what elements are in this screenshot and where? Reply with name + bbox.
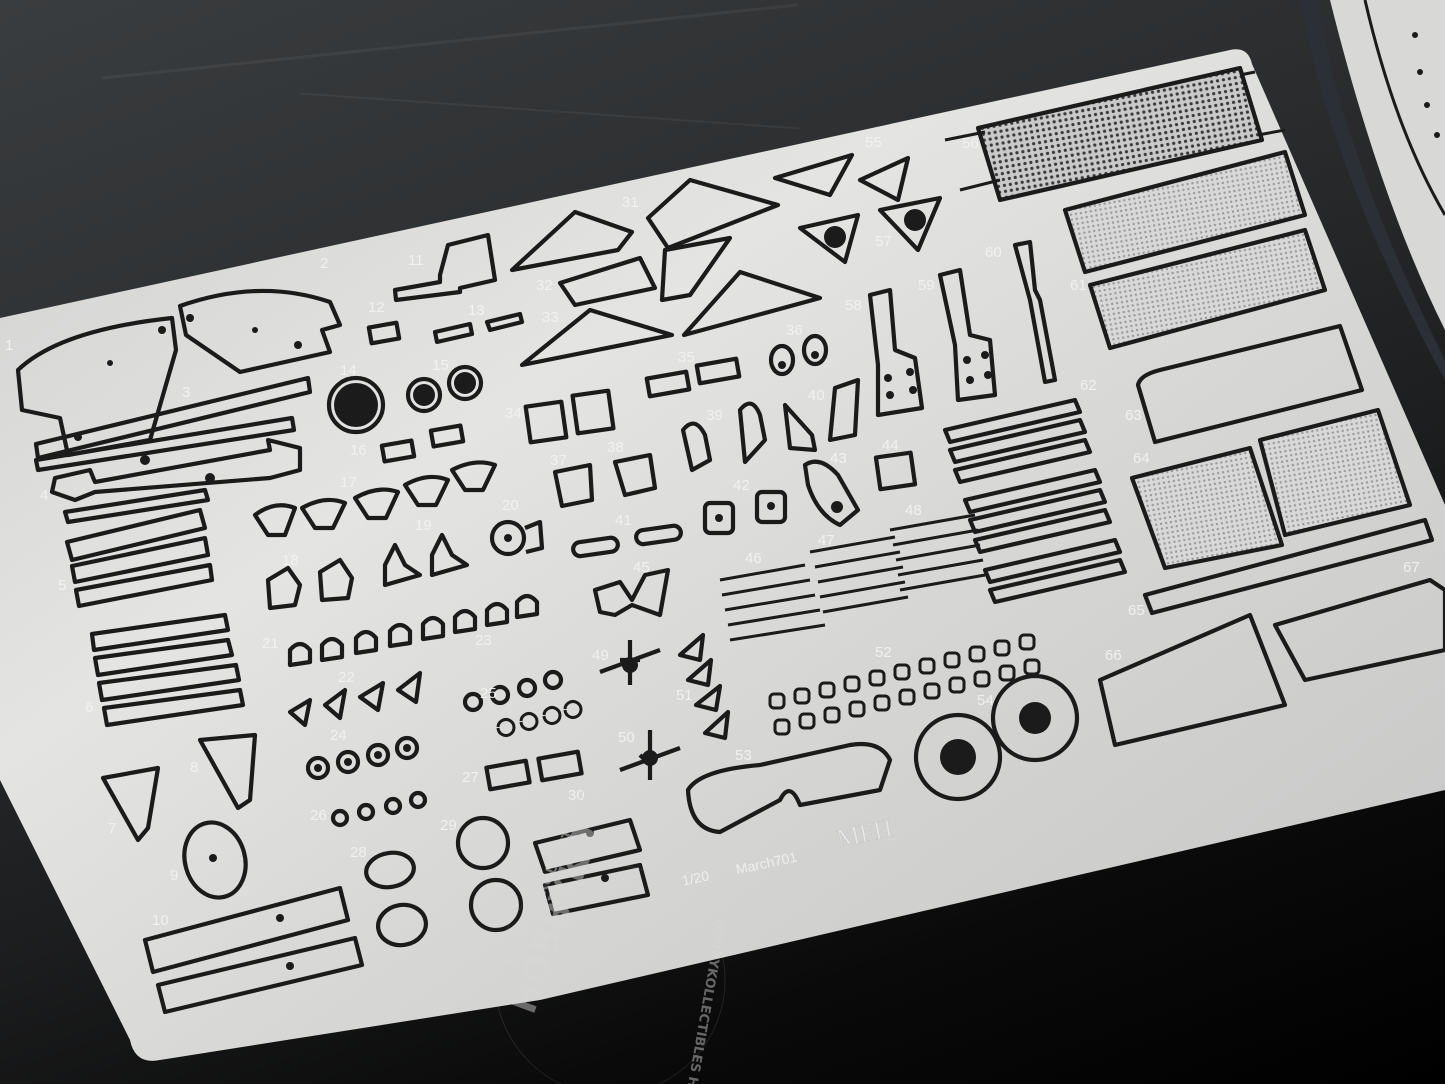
part-label-3: 3 [182,384,190,401]
part-label-28: 28 [350,844,367,861]
part-label-65: 65 [1128,602,1145,619]
part-label-7: 7 [108,820,116,837]
part-label-45: 45 [633,559,650,576]
part-label-29: 29 [440,817,457,834]
part-label-18: 18 [282,552,299,569]
part-label-40: 40 [808,387,825,404]
part-label-11: 11 [408,252,424,269]
part-label-46: 46 [745,550,762,567]
part-label-10: 10 [152,912,169,929]
part-label-2: 2 [320,255,328,272]
part-label-53: 53 [735,747,752,764]
part-label-19: 19 [415,517,432,534]
part-label-58: 58 [845,297,862,314]
part-17-group [252,460,498,538]
part-label-26: 26 [310,807,327,824]
part-label-17: 17 [340,474,357,491]
part-label-34: 34 [505,405,522,422]
part-label-43: 43 [830,450,847,467]
part-label-49: 49 [592,647,609,664]
part-label-64: 64 [1133,450,1150,467]
etched-parts [15,65,1445,1015]
part-label-30: 30 [568,787,585,804]
part-label-5: 5 [58,577,66,594]
part-label-67: 67 [1403,559,1420,576]
part-label-62: 62 [1080,377,1097,394]
scale-marking: 1/20 [681,867,711,888]
part-label-23: 23 [475,632,492,649]
part-label-12: 12 [368,299,385,316]
part-label-35: 35 [678,349,695,366]
part-label-59: 59 [918,277,935,294]
part-label-50: 50 [618,729,635,746]
second-fret-edge [1300,0,1445,380]
part-label-61: 61 [1070,277,1087,294]
part-label-27: 27 [462,769,479,786]
part-label-36: 36 [786,322,803,339]
part-62-fins [942,397,1128,605]
part-label-33: 33 [542,309,559,326]
part-label-37: 37 [550,452,567,469]
part-label-41: 41 [615,512,632,529]
part-label-57: 57 [875,233,892,250]
part-label-56: 56 [962,135,979,152]
part-label-42: 42 [733,477,750,494]
part-label-51: 51 [676,687,693,704]
part-label-24: 24 [330,727,347,744]
part-label-47: 47 [818,532,835,549]
part-label-48: 48 [905,502,922,519]
part-label-9: 9 [170,867,178,884]
part-label-31: 31 [622,194,639,211]
part-label-13: 13 [468,302,485,319]
part-number-labels: 1 2 3 4 5 6 7 8 9 10 11 12 13 14 15 16 1… [5,134,1420,929]
part-label-21: 21 [262,635,279,652]
part-label-25: 25 [480,685,497,702]
part-label-14: 14 [340,362,357,379]
part-label-8: 8 [190,759,198,776]
part-label-63: 63 [1125,407,1142,424]
part-label-38: 38 [607,439,624,456]
part-label-20: 20 [502,497,519,514]
part-label-60: 60 [985,244,1002,261]
part-label-1: 1 [5,337,13,354]
part-label-39: 39 [706,407,723,424]
part-label-52: 52 [875,644,892,661]
part-label-6: 6 [85,699,93,716]
part-label-54: 54 [977,692,994,709]
part-label-15: 15 [432,357,449,374]
part-21-group [287,593,540,668]
parts-46-48-chains [719,513,986,642]
part-52-grid [768,633,1041,736]
part-label-32: 32 [536,277,553,294]
part-label-4: 4 [40,487,48,504]
part-label-22: 22 [338,669,355,686]
part-label-55: 55 [865,134,882,151]
part-label-66: 66 [1105,647,1122,664]
part-label-16: 16 [350,442,367,459]
part-label-44: 44 [882,437,899,454]
